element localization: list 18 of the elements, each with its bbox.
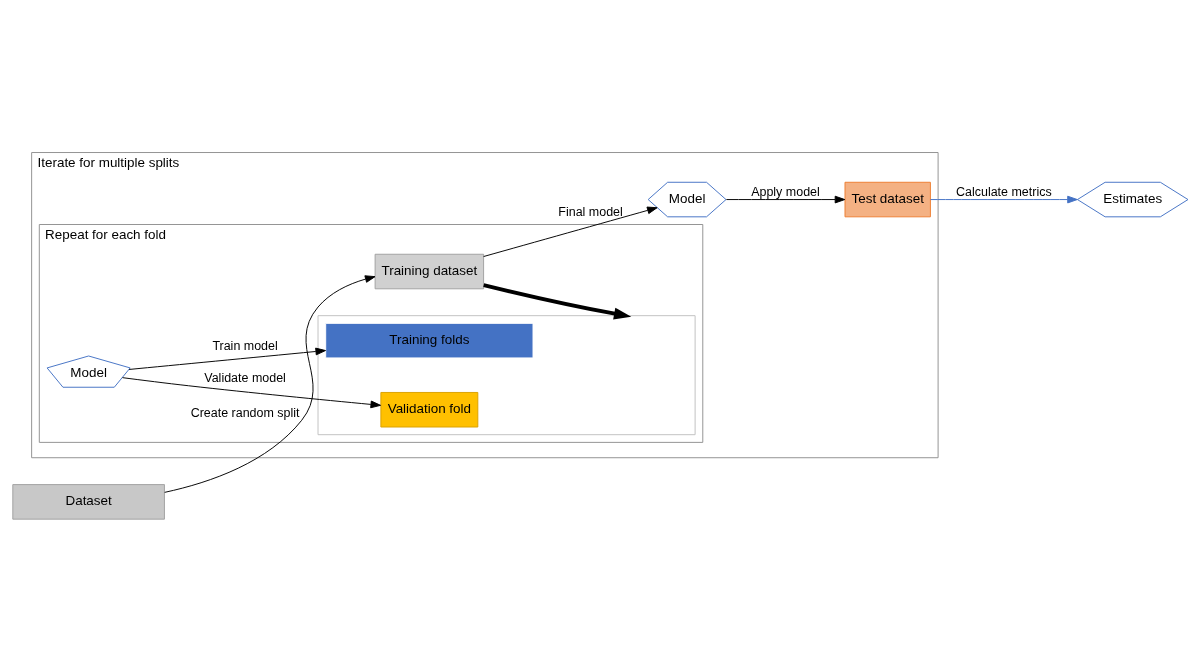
- node-box: Training dataset: [374, 253, 485, 289]
- edge-label: Create random split: [190, 405, 300, 420]
- edge-label: Train model: [212, 338, 278, 353]
- node-box: Training folds: [325, 322, 534, 358]
- arrow: [725, 195, 846, 203]
- edge-label: Final model: [558, 204, 623, 219]
- arrow: [128, 347, 326, 370]
- edge-label: Validate model: [204, 370, 286, 385]
- arrow: [483, 282, 632, 320]
- edge-label: Apply model: [751, 184, 820, 199]
- node-box: Test dataset: [844, 181, 931, 217]
- arrow: [929, 195, 1078, 203]
- arrow: [122, 376, 382, 408]
- node-box: Validation fold: [380, 391, 479, 427]
- node-box: Dataset: [12, 483, 165, 520]
- edge-label: Calculate metrics: [956, 184, 1052, 199]
- arrow: [483, 206, 658, 257]
- arrow: [164, 274, 376, 493]
